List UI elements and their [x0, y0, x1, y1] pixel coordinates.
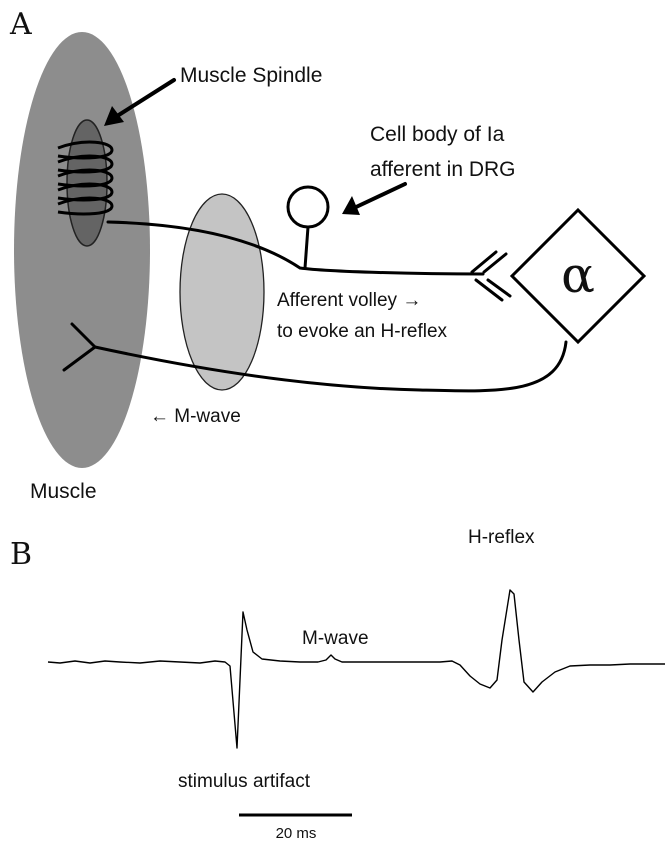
motor-axon: [95, 342, 566, 391]
m-wave-direction-label: ← M-wave: [150, 406, 241, 427]
cell-body-pointer-arrow: [342, 184, 405, 215]
cell-body-label-line2: afferent in DRG: [370, 158, 516, 181]
synapse: [472, 252, 510, 300]
afferent-volley-label-line2: to evoke an H-reflex: [277, 321, 448, 342]
panel-a: A α: [9, 7, 644, 503]
m-wave-trace-label: M-wave: [302, 628, 369, 649]
stimulating-electrode: [180, 194, 264, 390]
alpha-symbol: α: [561, 246, 595, 304]
ia-afferent-fiber: [108, 222, 483, 274]
panel-b-letter: B: [10, 537, 32, 572]
scale-bar-label: 20 ms: [276, 825, 317, 842]
cell-body-stem: [305, 227, 308, 268]
muscle-body: [14, 32, 150, 468]
stimulus-artifact-label: stimulus artifact: [178, 771, 311, 792]
cell-body-label-line1: Cell body of Ia: [370, 123, 505, 146]
panel-b: B H-reflex M-wave stimulus artifact 20 m…: [10, 527, 665, 842]
panel-a-letter: A: [9, 7, 32, 42]
h-reflex-label: H-reflex: [468, 527, 535, 548]
drg-cell-body: [288, 187, 328, 227]
muscle-label: Muscle: [30, 480, 97, 503]
afferent-volley-label-line1: Afferent volley →: [277, 290, 421, 311]
muscle-spindle-label: Muscle Spindle: [180, 64, 322, 87]
emg-trace: [48, 590, 665, 748]
